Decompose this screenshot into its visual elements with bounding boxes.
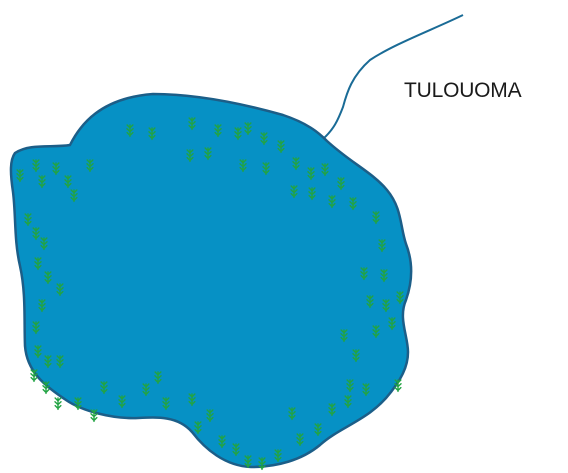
reed-plant-icon xyxy=(91,410,97,421)
inlet-label: TULOUOMA xyxy=(404,79,521,103)
reed-plant-icon xyxy=(55,398,61,409)
inlet-stream xyxy=(323,15,463,139)
